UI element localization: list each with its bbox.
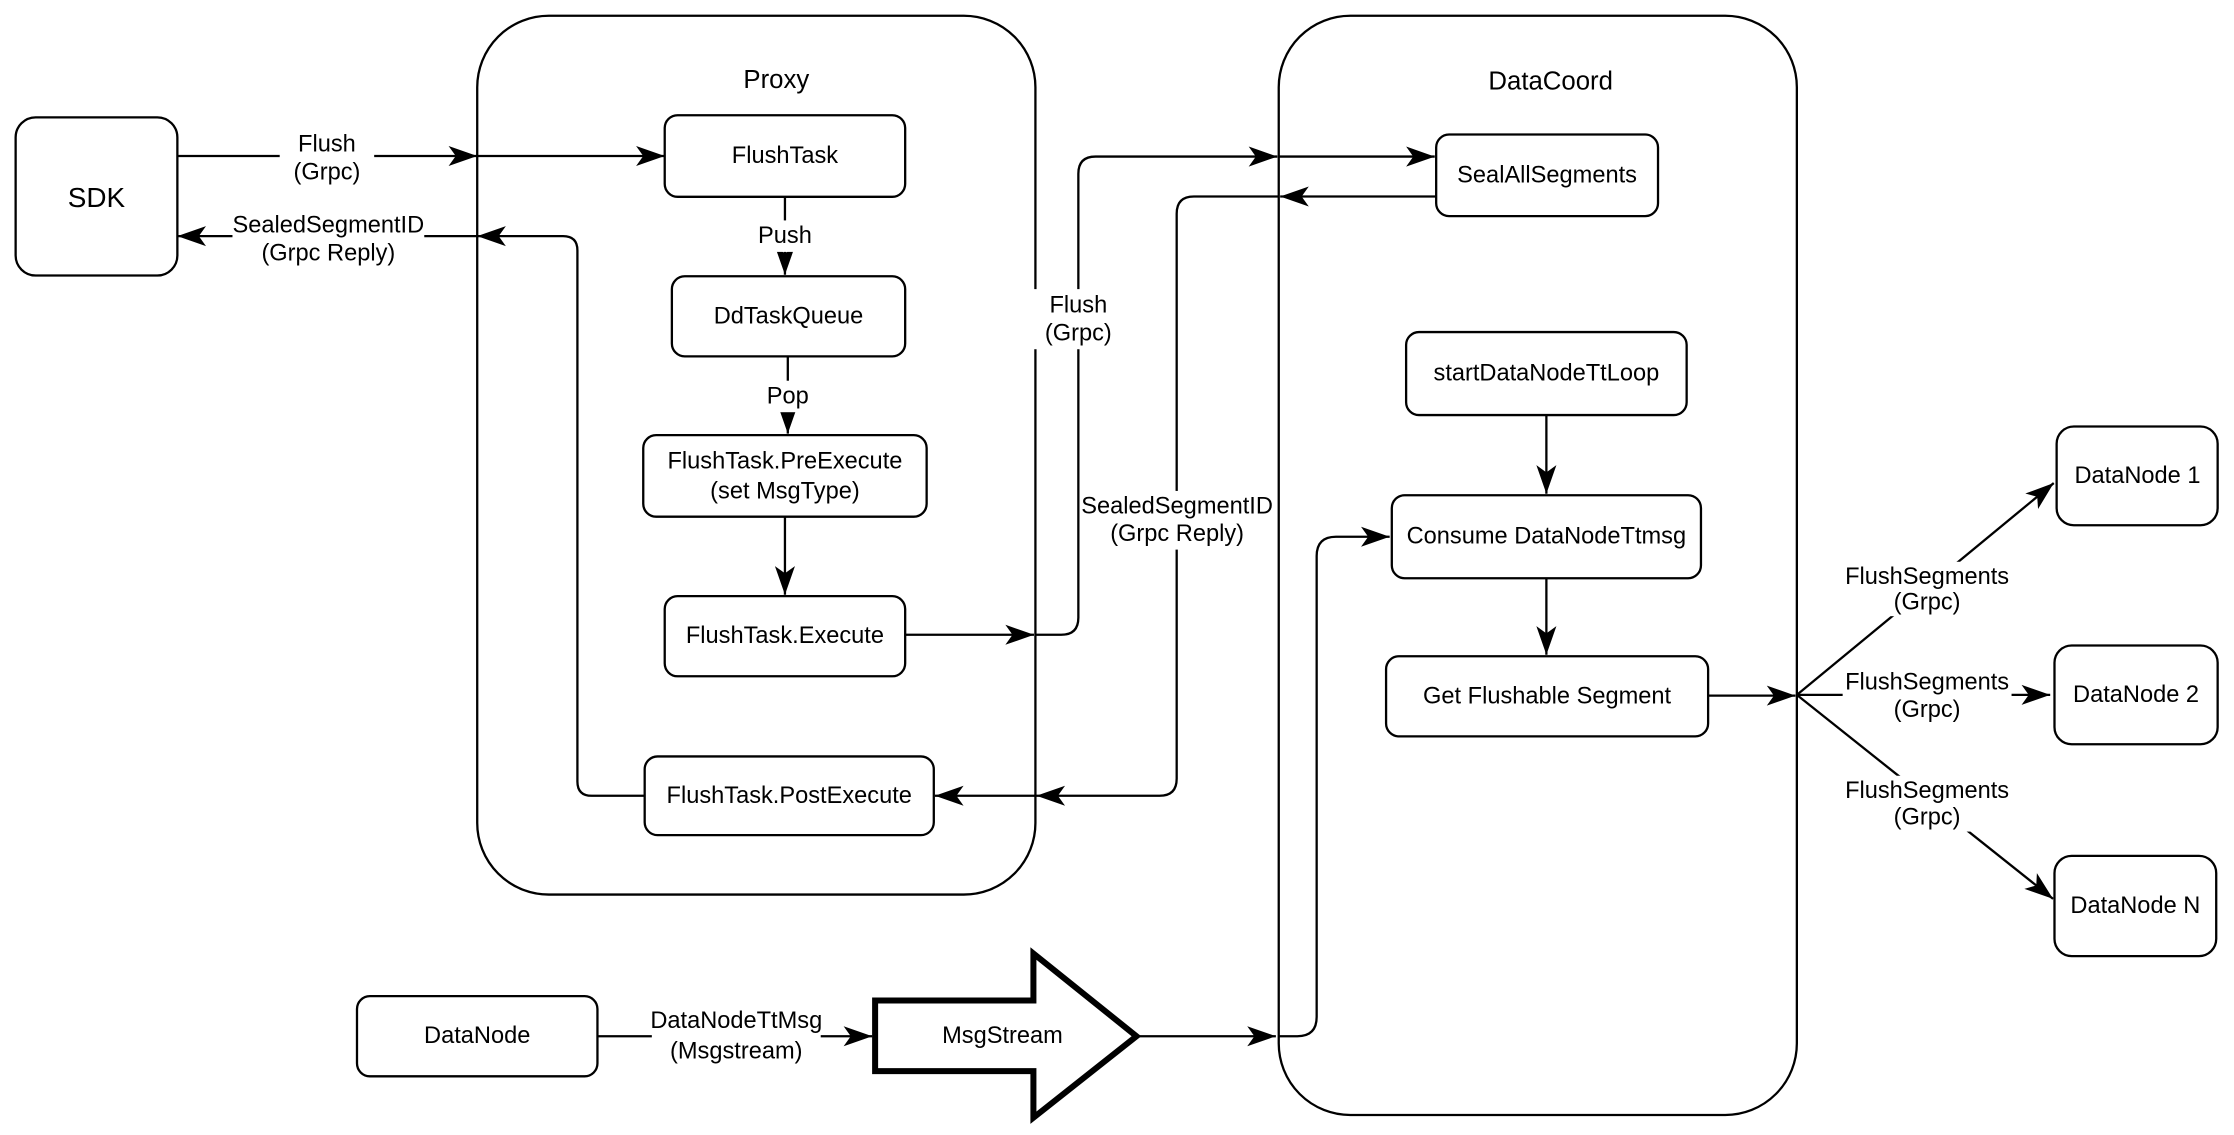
node-get-flushable-segment-label: Get Flushable Segment: [1423, 683, 1671, 709]
edge-post-execute-to-proxy-boundary: [477, 226, 645, 797]
label-datanode-tt-msg-line1: DataNodeTtMsg: [650, 1008, 822, 1034]
node-pre-execute-shape: [642, 433, 928, 518]
label-bg-pop: [759, 380, 817, 413]
label-push: Push: [758, 223, 812, 249]
label-datanode-tt-msg-line2: (Msgstream): [670, 1038, 802, 1064]
datacoord-container-title: DataCoord: [1488, 68, 1613, 96]
label-sealed-sdk-line1: SealedSegmentID: [233, 212, 425, 238]
label-flush-segments-2-line2: (Grpc): [1894, 697, 1961, 723]
node-execute-label: FlushTask.Execute: [686, 623, 884, 649]
label-bg-flush-segments-1: [1842, 561, 2012, 617]
label-bg-sealed-sdk: [232, 208, 425, 270]
node-data-node: DataNode: [355, 995, 599, 1078]
node-data-node-2-label: DataNode 2: [2073, 682, 2199, 708]
label-sealed-mid-line2: (Grpc Reply): [1110, 521, 1244, 547]
label-sealed-mid-line1: SealedSegmentID: [1081, 494, 1273, 520]
label-flush-segments-1-line1: FlushSegments: [1845, 564, 2009, 590]
label-flush-mid-line1: Flush: [1049, 293, 1107, 319]
node-data-node-label: DataNode: [424, 1023, 530, 1049]
node-consume-datanode-ttmsg: Consume DataNodeTtmsg: [1390, 494, 1703, 580]
label-pop: Pop: [767, 383, 809, 409]
proxy-container-title: Proxy: [743, 66, 809, 94]
node-seal-all-segments: SealAllSegments: [1435, 133, 1660, 218]
edge-flush-to-datacoord-boundary: [1034, 146, 1278, 636]
node-dd-task-queue-label: DdTaskQueue: [714, 303, 864, 329]
node-flush-task-label: FlushTask: [732, 143, 838, 169]
node-consume-datanode-ttmsg-shape: [1390, 494, 1703, 580]
node-data-node-2: DataNode 2: [2053, 644, 2219, 746]
label-bg-flush-sdk: [279, 127, 375, 189]
node-flush-task: FlushTask: [663, 114, 907, 198]
label-bg-flush-segments-2: [1842, 667, 2012, 724]
node-data-node-1: DataNode 1: [2055, 425, 2219, 527]
node-post-execute: FlushTask.PostExecute: [643, 755, 935, 837]
node-post-execute-label: FlushTask.PostExecute: [667, 783, 912, 809]
node-dd-task-queue-shape: [670, 275, 907, 358]
node-data-node-n: DataNode N: [2053, 854, 2218, 958]
node-execute-shape: [663, 594, 907, 678]
node-start-datanode-tt-loop: startDataNodeTtLoop: [1404, 330, 1688, 417]
label-sealed-sdk-line2: (Grpc Reply): [261, 240, 395, 266]
label-bg-datanode-tt-msg: [651, 1006, 821, 1067]
node-sdk: SDK: [14, 116, 179, 277]
node-data-node-n-label: DataNode N: [2070, 893, 2200, 919]
node-execute: FlushTask.Execute: [663, 594, 907, 678]
edge-labels: Flush (Grpc) SealedSegmentID (Grpc Reply…: [232, 127, 2012, 1067]
node-seal-all-segments-label: SealAllSegments: [1457, 162, 1637, 188]
label-bg-sealed-mid: [1081, 490, 1274, 550]
node-get-flushable-segment: Get Flushable Segment: [1384, 655, 1710, 738]
node-data-node-n-shape: [2053, 854, 2218, 958]
label-flush-sdk-line2: (Grpc): [293, 159, 360, 185]
node-data-node-2-shape: [2053, 644, 2219, 746]
label-bg-flush-mid: [1031, 289, 1126, 350]
label-flush-sdk-line1: Flush: [298, 132, 356, 158]
node-msg-stream-shape: [872, 947, 1142, 1124]
label-flush-segments-3-line1: FlushSegments: [1845, 778, 2009, 804]
node-pre-execute-label-line1: FlushTask.PreExecute: [667, 449, 902, 475]
node-seal-all-segments-shape: [1435, 133, 1660, 218]
node-data-node-1-shape: [2055, 425, 2219, 527]
node-start-datanode-tt-loop-shape: [1404, 330, 1688, 417]
node-pre-execute-label-line2: (set MsgType): [710, 479, 860, 505]
node-msg-stream: MsgStream: [872, 947, 1142, 1124]
label-flush-segments-1-line2: (Grpc): [1894, 590, 1961, 616]
label-flush-mid-line2: (Grpc): [1045, 320, 1112, 346]
node-msg-stream-label: MsgStream: [942, 1023, 1063, 1049]
edge-datacoord-boundary-to-consume: [1278, 526, 1390, 1038]
node-consume-datanode-ttmsg-label: Consume DataNodeTtmsg: [1407, 524, 1687, 550]
label-flush-segments-2-line1: FlushSegments: [1845, 670, 2009, 696]
label-bg-flush-segments-3: [1842, 775, 2012, 832]
label-bg-push: [752, 220, 818, 252]
label-flush-segments-3-line2: (Grpc): [1894, 804, 1961, 830]
node-start-datanode-tt-loop-label: startDataNodeTtLoop: [1434, 361, 1660, 387]
node-dd-task-queue: DdTaskQueue: [670, 275, 907, 358]
node-data-node-1-label: DataNode 1: [2074, 463, 2200, 489]
node-sdk-shape: [14, 116, 179, 277]
node-pre-execute: FlushTask.PreExecute (set MsgType): [642, 433, 928, 518]
node-sdk-label: SDK: [68, 182, 126, 213]
